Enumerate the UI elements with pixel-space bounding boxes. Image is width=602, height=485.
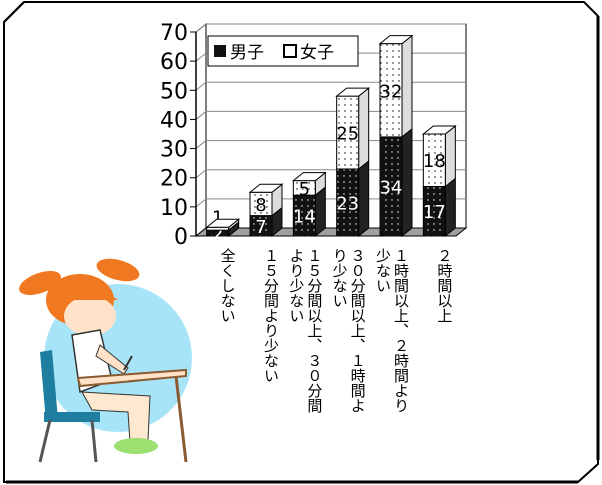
svg-text:１時間以上、２時間より: １時間以上、２時間より xyxy=(392,248,410,413)
svg-text:１５分間以上、３０分間: １５分間以上、３０分間 xyxy=(305,248,323,414)
data-label: 32 xyxy=(380,81,403,102)
data-label: 2 xyxy=(212,224,223,245)
x-tick-label: ２時間以上 xyxy=(435,248,453,323)
data-label: 25 xyxy=(336,124,359,145)
svg-text:り少ない: り少ない xyxy=(331,248,349,308)
gridline-side xyxy=(195,140,207,149)
legend-label-girls: 女子 xyxy=(300,43,334,63)
data-label: 17 xyxy=(423,202,446,223)
bar-top xyxy=(205,218,241,228)
side-wall xyxy=(195,22,207,238)
gridline-side xyxy=(195,52,207,62)
svg-text:より少ない: より少ない xyxy=(287,248,305,323)
bar-top xyxy=(248,183,284,193)
svg-text:１５分間より少ない: １５分間より少ない xyxy=(262,248,280,383)
y-tick-label: 10 xyxy=(160,196,188,221)
data-label: 18 xyxy=(423,151,446,172)
bar-segment-boys: 7 xyxy=(249,206,283,238)
gridline-side xyxy=(195,169,207,179)
y-tick-label: 60 xyxy=(160,50,188,75)
y-tick-label: 40 xyxy=(160,108,188,133)
y-axis: 0 10 20 30 40 50 60 70 xyxy=(160,21,197,250)
legend: 男子 女子 xyxy=(207,35,359,67)
bar-segment-girls: 25 xyxy=(336,87,370,171)
data-label: 23 xyxy=(336,193,359,214)
svg-text:全くしない: 全くしない xyxy=(219,247,237,323)
gridline-side xyxy=(195,81,207,91)
bar-segment-boys: 17 xyxy=(422,177,456,238)
data-label: 7 xyxy=(255,217,266,238)
data-label: 8 xyxy=(255,195,266,216)
bar-segment-boys: 23 xyxy=(336,159,370,238)
bar-top xyxy=(378,35,414,45)
svg-text:３０分間以上、１時間よ: ３０分間以上、１時間よ xyxy=(349,248,367,413)
bar-segment-girls: 32 xyxy=(379,34,413,138)
y-tick-label: 30 xyxy=(160,138,188,163)
girl-studying-illustration xyxy=(19,258,192,463)
bar-segment-girls: 18 xyxy=(422,124,456,188)
y-tick-label: 50 xyxy=(160,79,188,104)
x-tick-label: 全くしない xyxy=(219,247,237,323)
svg-text:少ない: 少ない xyxy=(374,248,392,293)
x-tick-label: １５分間より少ない xyxy=(262,248,280,383)
bar-segment-boys: 34 xyxy=(379,127,413,238)
legend-label-boys: 男子 xyxy=(230,43,264,63)
data-label: 34 xyxy=(380,177,403,198)
bar-top xyxy=(335,87,371,97)
y-tick-label: 70 xyxy=(160,21,188,46)
svg-text:２時間以上: ２時間以上 xyxy=(435,248,453,323)
data-label: 1 xyxy=(212,207,223,228)
bar-top xyxy=(421,125,457,135)
bar-segment-boys: 14 xyxy=(292,186,326,238)
gridline-side xyxy=(195,198,207,208)
y-tick-label: 20 xyxy=(160,167,188,192)
y-tick-label: 0 xyxy=(174,225,188,250)
data-label: 14 xyxy=(293,207,316,228)
bar-top xyxy=(291,172,327,182)
gridline-side xyxy=(195,23,207,33)
data-label: 5 xyxy=(299,179,310,200)
legend-swatch-girls xyxy=(283,44,297,58)
gridline-side xyxy=(195,111,207,120)
legend-swatch-boys xyxy=(214,45,226,57)
